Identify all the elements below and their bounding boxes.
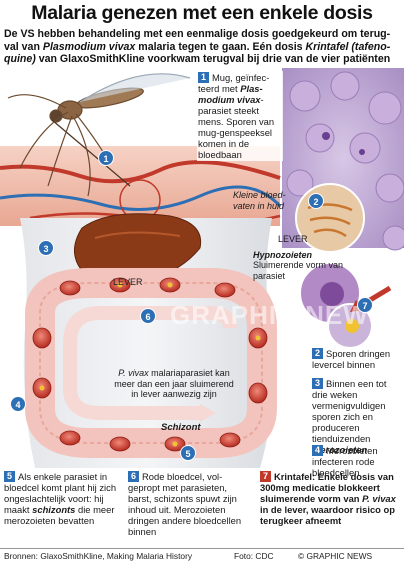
intro-part1: De VS hebben behandeling met een eenmali… bbox=[4, 28, 391, 53]
step-6-badge: 6 bbox=[128, 471, 139, 482]
step-1-part-b: Plas-modium vivax bbox=[198, 83, 263, 105]
watermark: GRAPHIC NEWS bbox=[170, 300, 388, 330]
copyright: © GRAPHIC NEWS bbox=[298, 551, 373, 561]
step-5-part-a: Als enkele parasiet in bloedcel komt pla… bbox=[4, 471, 117, 515]
step-3-badge: 3 bbox=[312, 378, 323, 389]
step-7-part-a: Krintafel: Enkele dosis van 300mg medica… bbox=[260, 471, 394, 504]
step-5-part-b: schizonts bbox=[32, 504, 76, 515]
marker-2: 2 bbox=[308, 193, 324, 209]
footer-divider bbox=[0, 548, 404, 549]
vivax-note: P. vivax malariaparasiet kan meer dan ee… bbox=[113, 368, 235, 400]
marker-6: 6 bbox=[140, 308, 156, 324]
step-3-part-b: merozoieten bbox=[312, 444, 368, 455]
mosquito-drawing bbox=[7, 73, 191, 197]
hypnozoite-title: Hypnozoieten bbox=[253, 250, 313, 260]
step-4-part-a: Merozoieten infecteren rode bloedcellen bbox=[312, 445, 378, 478]
step-5-badge: 5 bbox=[4, 471, 15, 482]
hypnozoite-text: Sluimerende vorm van parasiet bbox=[253, 260, 344, 281]
step-7-part-b: P. vivax bbox=[362, 493, 396, 504]
marker-5: 5 bbox=[180, 445, 196, 461]
step-7-badge: 7 bbox=[260, 471, 271, 482]
marker-4: 4 bbox=[10, 396, 26, 412]
liver-label-top: LEVER bbox=[278, 234, 308, 244]
step-6-part-a: Rode bloedcel, vol-gepropt met parasiete… bbox=[128, 471, 242, 537]
marker-3: 3 bbox=[38, 240, 54, 256]
step-5-part-c: die meer merozoieten bevatten bbox=[4, 504, 115, 526]
vessel-caption: Kleine bloed-vaten in huid bbox=[233, 190, 286, 211]
step-1-badge: 1 bbox=[198, 72, 209, 83]
intro-part3: van GlaxoSmithKline voorkwam terugval bi… bbox=[35, 53, 391, 66]
step-1-part-c: -parasiet steekt mens. Sporen van mug-ge… bbox=[198, 94, 275, 160]
malaria-illustration bbox=[0, 68, 404, 468]
schizont-label: Schizont bbox=[161, 422, 201, 433]
marker-7: 7 bbox=[357, 297, 373, 313]
liver-organ bbox=[74, 213, 202, 285]
marker-1: 1 bbox=[98, 150, 114, 166]
step-4-badge: 4 bbox=[312, 445, 323, 456]
step-2-part-a: Sporen dringen levercel binnen bbox=[312, 348, 391, 370]
hypnozoite-label: Hypnozoieten Sluimerende vorm van parasi… bbox=[253, 250, 357, 281]
sources-credit: Bronnen: GlaxoSmithKline, Making Malaria… bbox=[4, 551, 193, 561]
step-7-part-c: in de lever, waardoor risico op terugkee… bbox=[260, 504, 395, 526]
page-title: Malaria genezen met een enkele dosis bbox=[31, 2, 373, 24]
step-1-part-a: Mug, geïnfec-teerd met bbox=[198, 72, 270, 94]
liver-label-left: LEVER bbox=[113, 277, 143, 287]
step-2-badge: 2 bbox=[312, 348, 323, 359]
photo-credit: Foto: CDC bbox=[234, 551, 274, 561]
intro-text: De VS hebben behandeling met een eenmali… bbox=[4, 28, 402, 66]
vivax-text: malariaparasiet kan meer dan een jaar sl… bbox=[114, 368, 234, 399]
vivax-title: P. vivax bbox=[118, 368, 149, 378]
intro-species: Plasmodium vivax bbox=[42, 40, 136, 53]
intro-part2: malaria tegen te gaan. Eén dosis bbox=[135, 40, 306, 53]
step-3-part-a: Binnen een tot drie weken vermenigvuldig… bbox=[312, 378, 387, 444]
intro-drug: Krintafel (tafeno-quine) bbox=[4, 40, 391, 66]
